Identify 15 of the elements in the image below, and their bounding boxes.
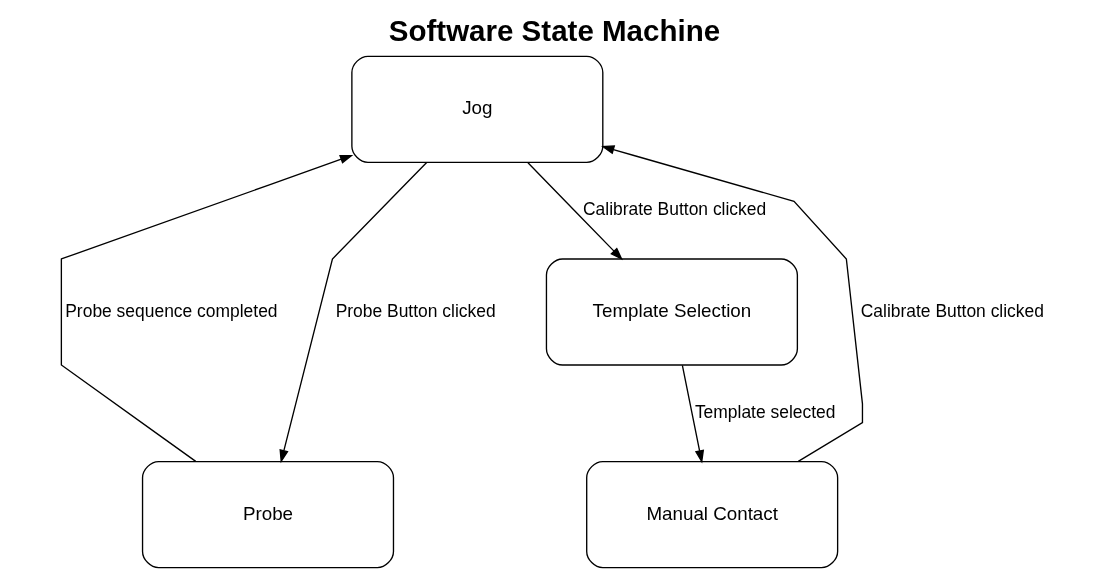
arrow: [279, 161, 428, 464]
edge-label: Calibrate Button clicked: [860, 300, 1044, 321]
arrow: [527, 162, 623, 261]
node-box: Jog: [351, 55, 604, 163]
arrow: [60, 154, 354, 463]
arrow: [681, 364, 705, 464]
diagram-title: Software State Machine: [388, 14, 721, 48]
node-box: Manual Contact: [586, 460, 839, 569]
edge-label: Probe sequence completed: [65, 300, 278, 321]
node-box: Template Selection: [545, 258, 799, 366]
edge-label: Template selected: [694, 401, 836, 422]
edge-label: Calibrate Button clicked: [583, 199, 767, 220]
edge-label: Probe Button clicked: [335, 300, 496, 321]
node-box: Probe: [141, 460, 395, 569]
arrow: [601, 145, 864, 463]
